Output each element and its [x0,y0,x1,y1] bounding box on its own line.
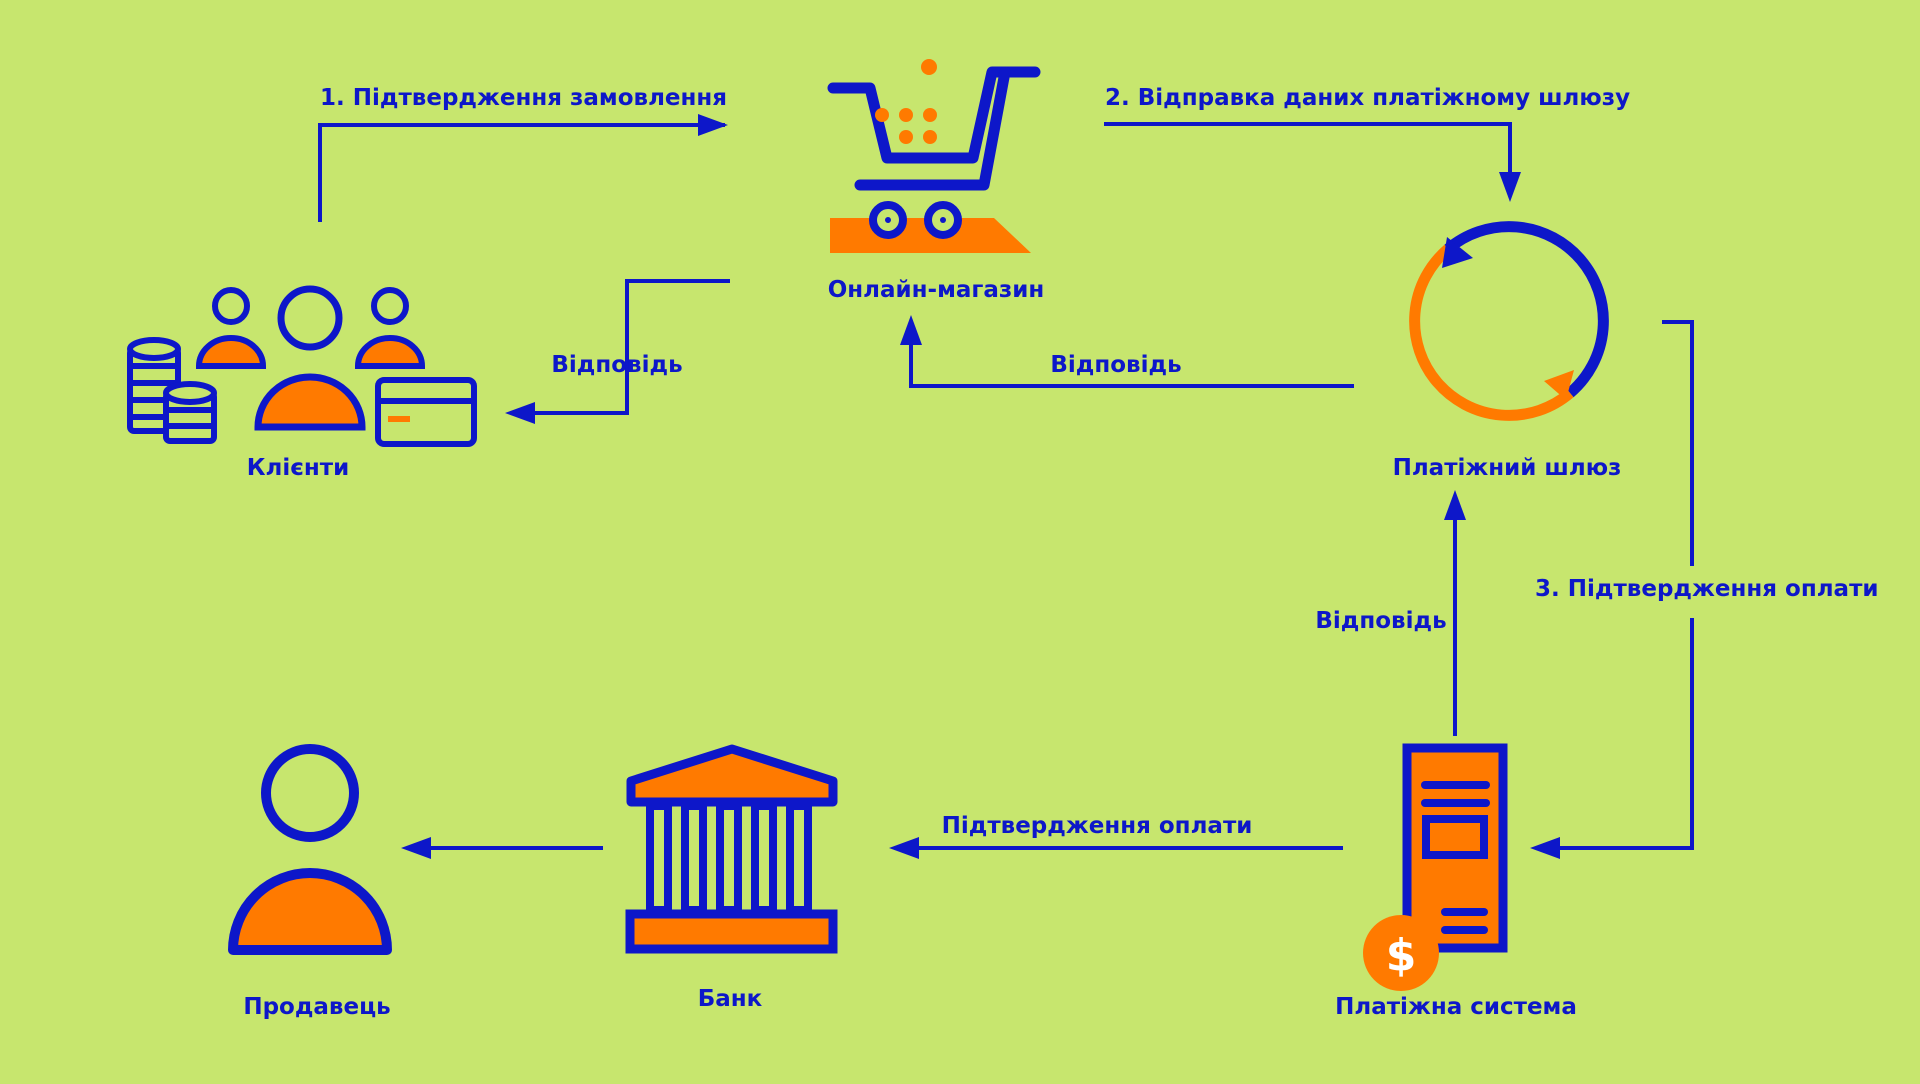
edge-response-system-to-gateway-arrowhead [1444,490,1466,520]
edge-label-payment-confirmation-to-bank: Підтвердження оплати [941,813,1253,839]
user-icon [228,744,392,955]
node-label-clients: Клієнти [246,455,350,481]
node-label-seller: Продавець [243,994,391,1020]
edge-label-response-store-to-clients: Відповідь [551,352,683,378]
edge-response-gateway-to-store-arrowhead [900,315,922,345]
node-label-online-store: Онлайн-магазин [827,277,1045,303]
edge-label-send-to-gateway: 2. Відправка даних платіжному шлюзу [1105,85,1631,111]
edge-bank-to-seller-arrowhead [401,837,431,859]
edge-send-to-gateway-arrow [1104,122,1512,175]
refresh-cycle-icon [1409,221,1609,421]
coin-icon [1363,915,1439,991]
bank-building-icon [625,744,838,954]
edge-payment-confirmation-3-arrow-top [1662,320,1694,566]
edge-label-response-system-to-gateway: Відповідь [1315,608,1447,634]
node-label-payment-gateway: Платіжний шлюз [1392,455,1622,481]
node-label-payment-system: Платіжна система [1335,994,1577,1020]
edge-label-payment-confirmation-3: 3. Підтвердження оплати [1535,576,1879,602]
edge-order-confirmation-arrow [318,123,725,222]
edge-response-store-to-clients-arrow [530,279,730,415]
credit-card-icon [375,377,477,447]
clients-icon [127,285,477,447]
edge-response-gateway-to-store-arrow [909,340,1354,388]
edge-label-order-confirmation: 1. Підтвердження замовлення [320,85,728,111]
edge-label-response-gateway-to-store: Відповідь [1050,352,1182,378]
payment-terminal-icon: $ [1363,743,1508,991]
edge-order-confirmation-arrowhead [698,114,728,136]
coin-stack-icon [127,337,217,444]
shopping-cart-icon [827,59,1041,253]
node-label-bank: Банк [697,986,763,1012]
edge-response-store-to-clients-arrowhead [505,402,535,424]
dollar-sign: $ [1386,930,1417,981]
edges [318,114,1694,859]
edge-payment-confirmation-to-bank-arrowhead [889,837,919,859]
edge-payment-confirmation-3-arrow-bottom [1555,618,1694,850]
edge-payment-confirmation-3-arrowhead [1530,837,1560,859]
edge-send-to-gateway-arrowhead [1499,172,1521,202]
